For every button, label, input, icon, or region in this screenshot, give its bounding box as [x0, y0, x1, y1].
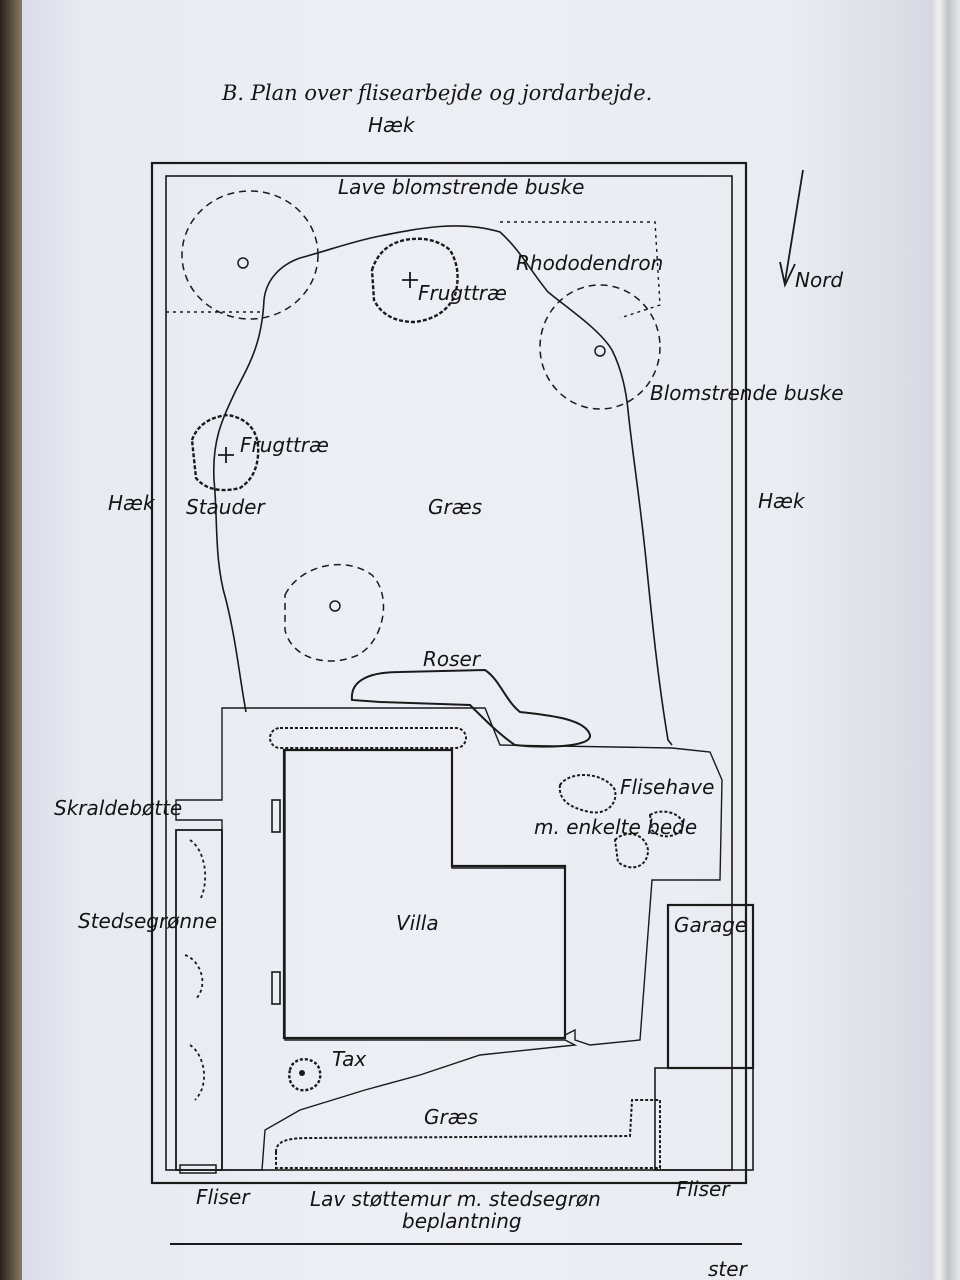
hedge-boundary: [150, 161, 748, 1185]
roses-bed: [350, 668, 591, 748]
label-blomstrende-buske: Blomstrende buske: [650, 381, 844, 405]
label-haek-right: Hæk: [758, 489, 806, 513]
label-fliser-right: Fliser: [676, 1177, 731, 1201]
label-rhododendron: Rhododendron: [516, 251, 663, 275]
label-stedsegronne: Stedsegrønne: [78, 909, 217, 933]
label-villa: Villa: [396, 911, 439, 935]
evergreen-plants: [184, 839, 207, 1101]
label-roser: Roser: [423, 647, 482, 671]
tile-garden-beds: [558, 773, 685, 869]
label-flisehave: Flisehave: [620, 775, 714, 799]
label-frugttrae-2: Frugttræ: [240, 433, 329, 457]
left-tiles: [179, 1164, 217, 1174]
north-arrow: [779, 169, 804, 288]
label-graes-2: Græs: [424, 1105, 478, 1129]
label-skraldebotte: Skraldebøtte: [54, 796, 182, 820]
bed-near-villa: [269, 727, 467, 749]
tax-shrub: [288, 1058, 322, 1092]
plan-title: B. Plan over flisearbejde og jordarbejde…: [221, 81, 652, 105]
lawn-border: [212, 225, 673, 746]
label-stauder: Stauder: [186, 495, 266, 519]
page-edges: [930, 0, 960, 1280]
fruit-trees: [190, 237, 459, 492]
label-stottemur-2: beplantning: [402, 1209, 522, 1233]
tree-canopies: [181, 190, 661, 662]
retaining-wall: [275, 1099, 661, 1169]
garage-paving: [654, 1067, 754, 1171]
label-stottemur-1: Lav støttemur m. stedsegrøn: [310, 1187, 601, 1211]
evergreen-strip: [175, 829, 223, 1171]
label-garage: Garage: [674, 913, 747, 937]
tax-center: [299, 1070, 305, 1076]
label-enkelte-bede: m. enkelte bede: [534, 815, 697, 839]
book-page: [22, 0, 930, 1280]
label-graes-1: Græs: [428, 495, 482, 519]
shrub-bed-border: [500, 221, 661, 319]
label-haek-left: Hæk: [108, 491, 156, 515]
footer-fragment: ster: [708, 1257, 749, 1280]
label-haek-top: Hæk: [368, 113, 416, 137]
label-lave-buske: Lave blomstrende buske: [338, 175, 584, 199]
label-tax: Tax: [332, 1047, 366, 1071]
label-nord: Nord: [795, 268, 843, 292]
book-binding: [0, 0, 22, 1280]
label-fliser-left: Fliser: [196, 1185, 251, 1209]
label-frugttrae-1: Frugttræ: [418, 281, 507, 305]
villa: [271, 748, 567, 1040]
